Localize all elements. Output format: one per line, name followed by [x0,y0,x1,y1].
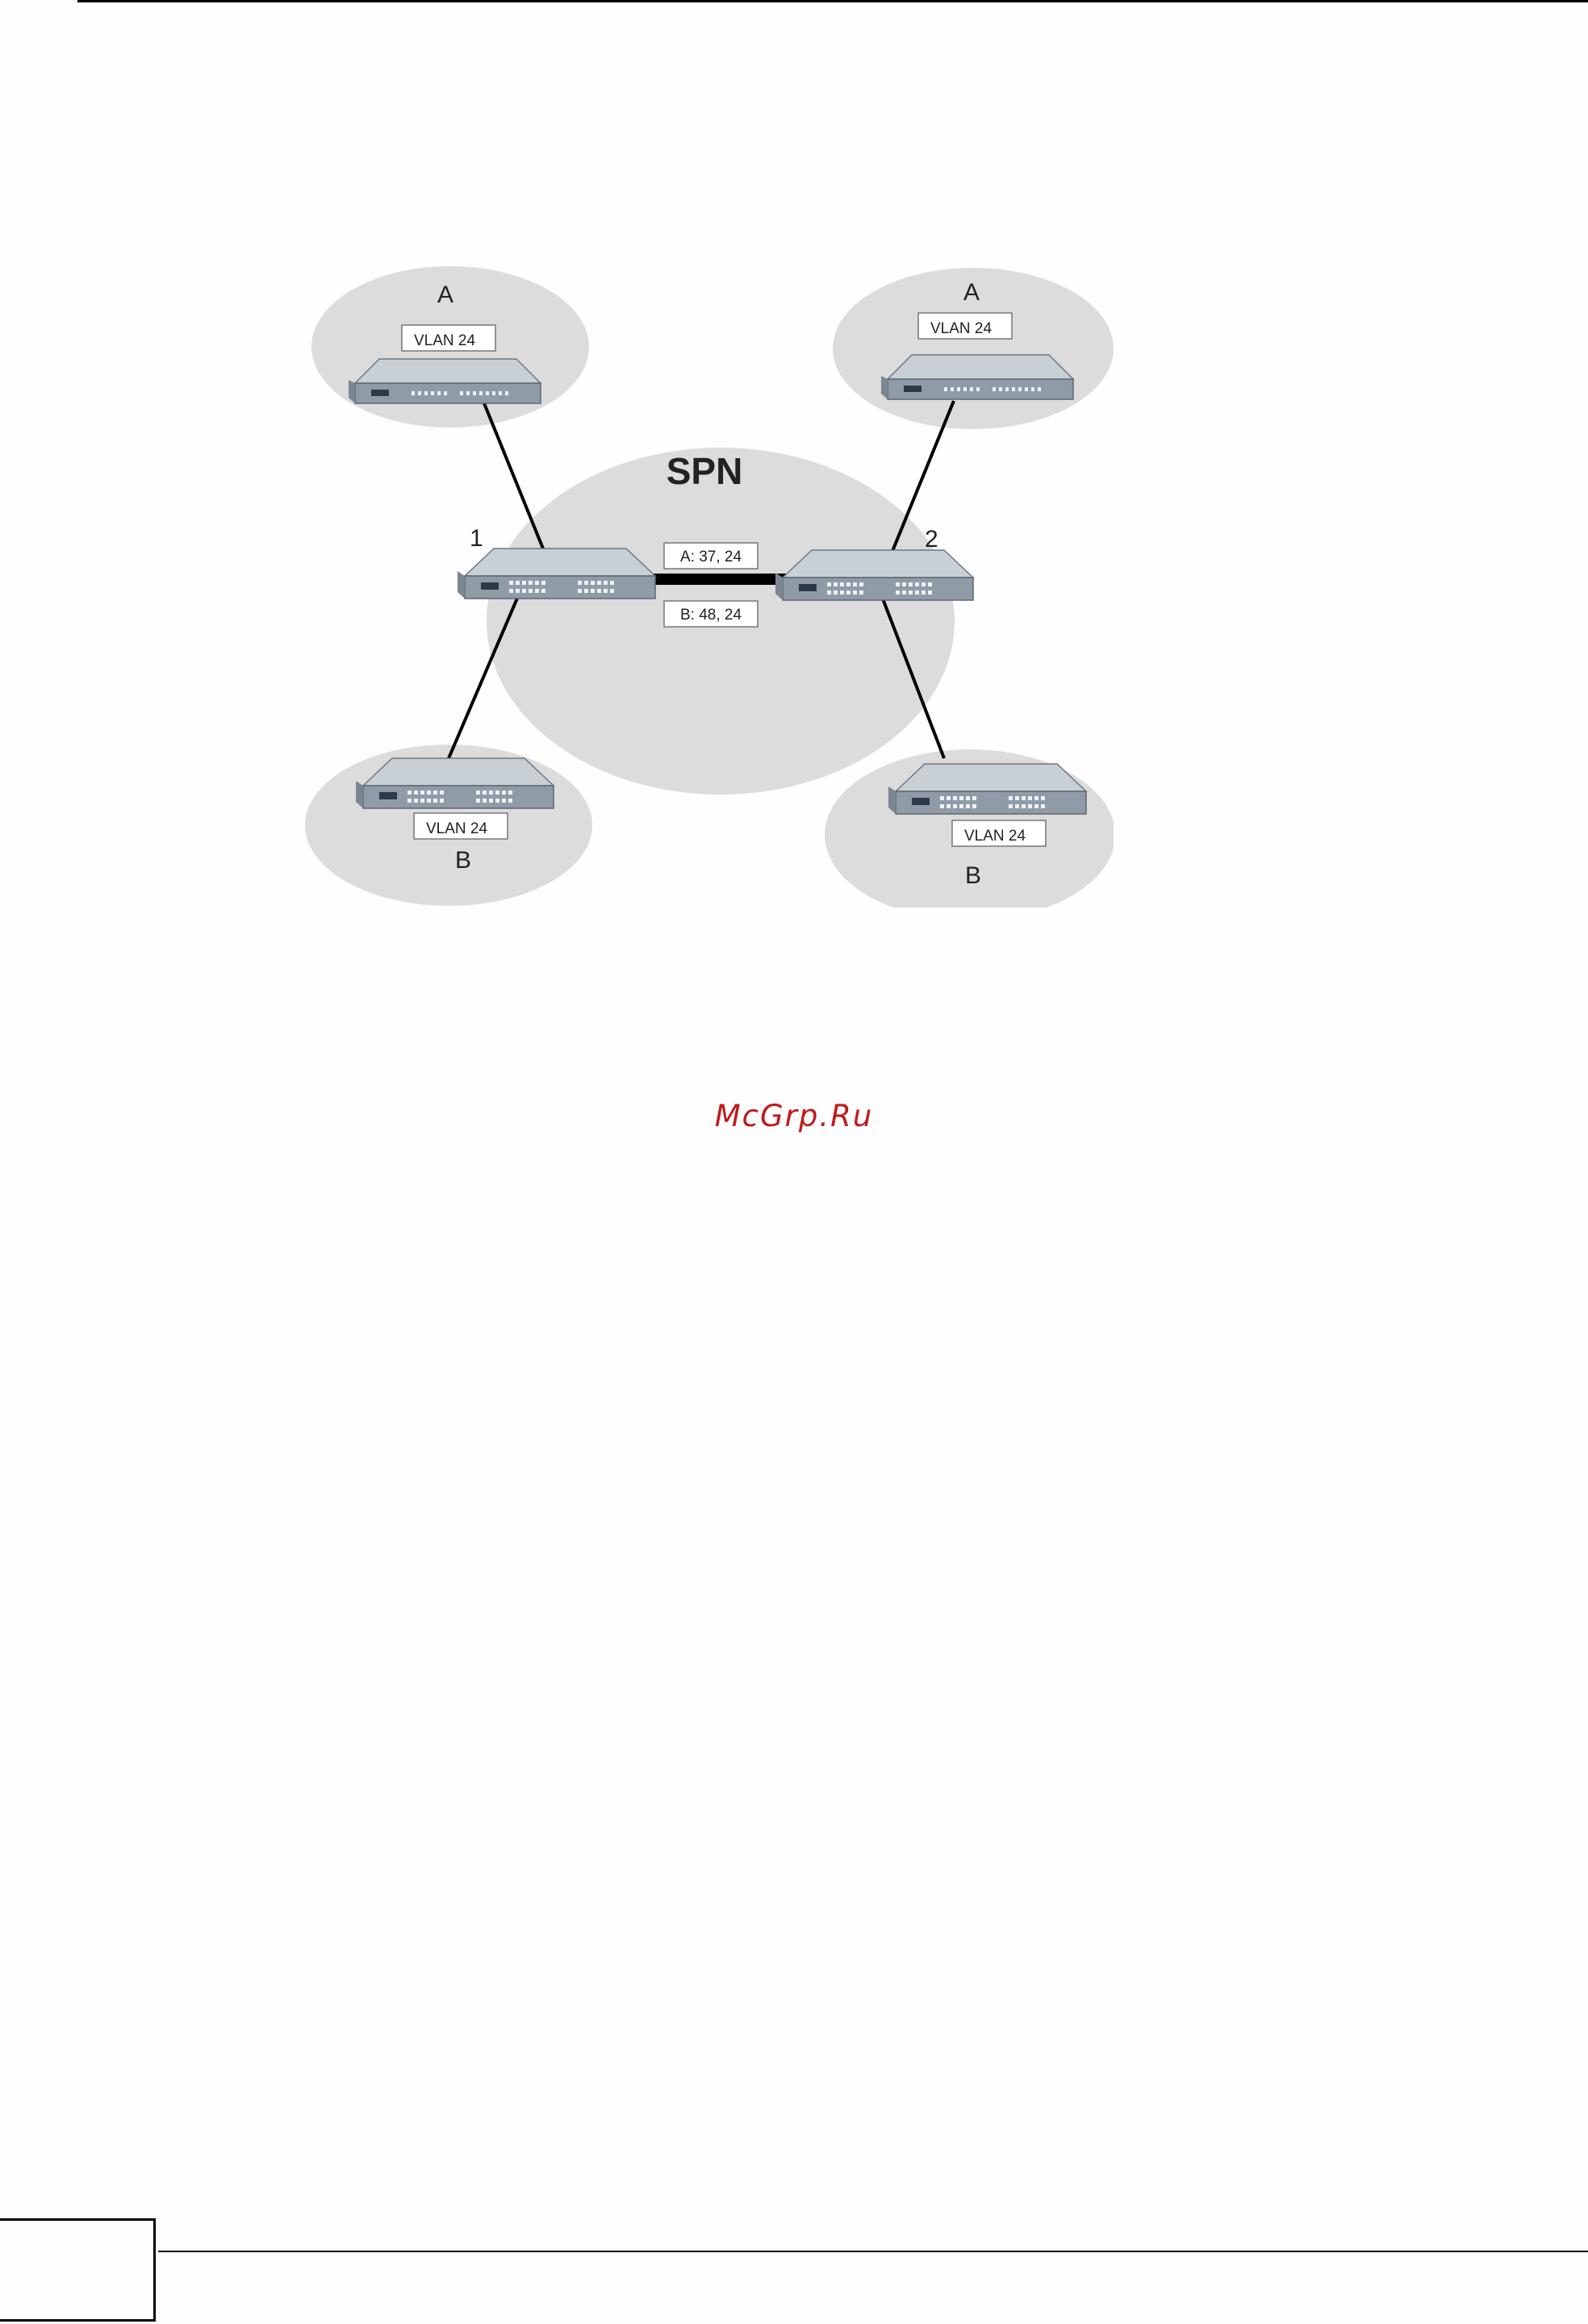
network-switch-icon [356,758,554,808]
site-group-top-right: A [963,279,980,306]
network-switch-icon [881,355,1073,399]
footer-rule [158,2251,1588,2252]
link-1-to-site-a [484,403,545,553]
tunnel-a-label: A: 37, 24 [680,549,742,565]
header-rule [77,0,1588,2]
watermark-text: McGrp.Ru [0,1099,1588,1133]
network-switch-icon [775,550,973,600]
switch-2-number: 2 [925,526,938,553]
spn-network-diagram: A VLAN 24 A VLAN 24 SPN 1 2 A: 37, 24 B:… [299,262,1114,907]
network-switch-icon [888,764,1086,814]
vlan-label-top-left: VLAN 24 [414,332,475,349]
site-group-top-left: A [437,282,453,308]
spn-tunnel-link [646,574,791,585]
network-switch-icon [349,359,541,403]
switch-1-number: 1 [470,525,483,552]
spn-title: SPN [667,450,743,492]
page-number-box [0,2218,156,2322]
vlan-label-top-right: VLAN 24 [930,320,992,337]
vlan-label-bottom-right: VLAN 24 [964,828,1026,845]
site-group-bottom-right: B [965,862,981,889]
vlan-label-bottom-left: VLAN 24 [426,820,487,837]
tunnel-b-label: B: 48, 24 [680,607,742,624]
network-switch-icon [458,549,655,599]
site-group-bottom-left: B [455,847,471,874]
